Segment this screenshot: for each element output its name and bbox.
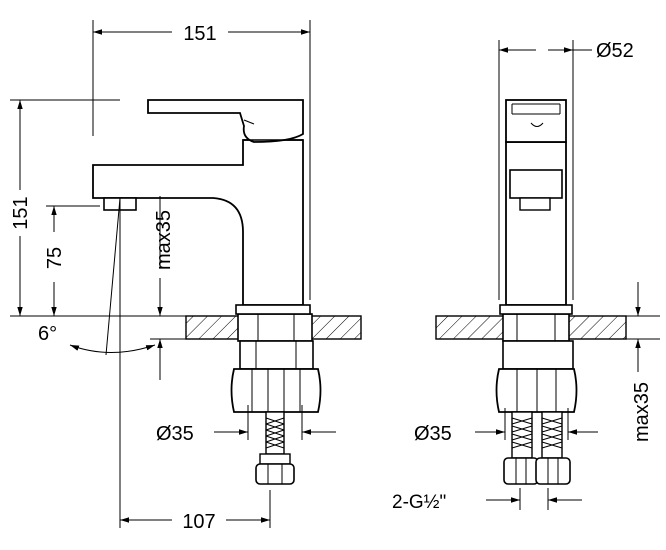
dim-width-top: 151 [183, 23, 216, 45]
dim-height-left: 151 [10, 196, 32, 229]
faucet-body [92, 139, 304, 306]
dim-angle: 6° [38, 323, 57, 345]
dim-max-deck-left: max35 [153, 210, 175, 270]
dim-base-diameter: Ø52 [596, 40, 634, 62]
supply-hoses-right [503, 411, 571, 485]
dim-spout-height: 75 [44, 247, 66, 269]
lever-front [505, 99, 567, 143]
faucet-body-front [505, 141, 567, 306]
dim-hole-left: Ø35 [156, 423, 194, 445]
dim-connection: 2-G½" [392, 492, 446, 513]
front-view: Ø52 Ø35 2-G½" max35 [392, 40, 660, 513]
mounting-nut-left [230, 368, 322, 413]
lever-handle [147, 99, 304, 143]
dim-reach: 107 [182, 511, 215, 533]
dim-hole-right: Ø35 [414, 423, 452, 445]
side-view: 151 151 75 max35 6° Ø35 107 [10, 20, 362, 533]
dim-max-deck-right: max35 [631, 382, 653, 442]
